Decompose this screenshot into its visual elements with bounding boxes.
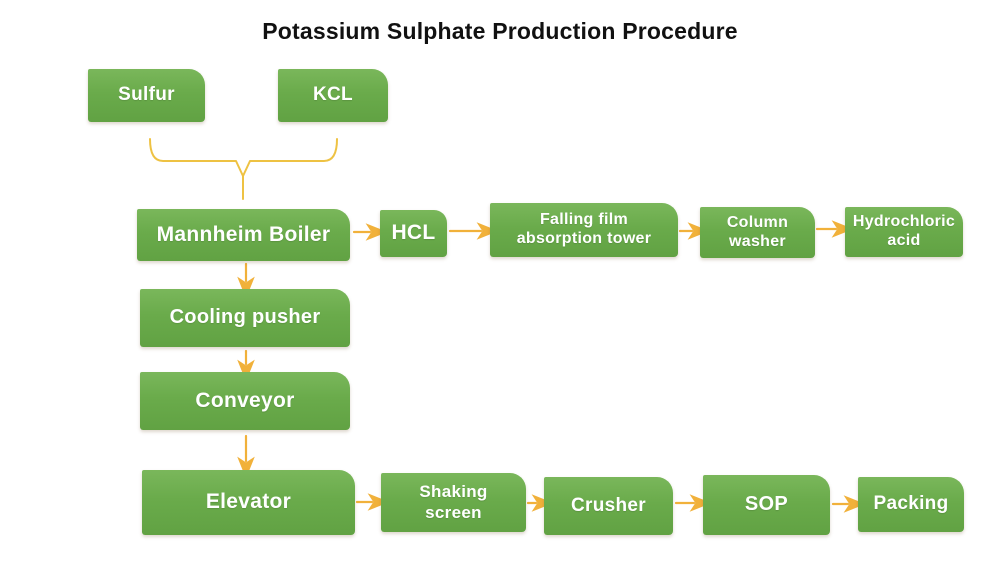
node-sop: SOP <box>703 475 830 535</box>
node-cooling-pusher: Cooling pusher <box>140 289 350 347</box>
node-hcl: HCL <box>380 210 447 257</box>
node-crusher: Crusher <box>544 477 673 535</box>
node-column-washer: Column washer <box>700 207 815 258</box>
merge-brace-connector <box>149 138 338 177</box>
node-elevator: Elevator <box>142 470 355 535</box>
node-sulfur: Sulfur <box>88 69 205 122</box>
node-falling-film-absorption-tower: Falling film absorption tower <box>490 203 678 257</box>
node-conveyor: Conveyor <box>140 372 350 430</box>
node-mannheim-boiler: Mannheim Boiler <box>137 209 350 261</box>
node-hydrochloric-acid: Hydrochloric acid <box>845 207 963 257</box>
node-shaking-screen: Shaking screen <box>381 473 526 532</box>
node-packing: Packing <box>858 477 964 532</box>
diagram-title: Potassium Sulphate Production Procedure <box>262 18 738 44</box>
node-kcl: KCL <box>278 69 388 122</box>
